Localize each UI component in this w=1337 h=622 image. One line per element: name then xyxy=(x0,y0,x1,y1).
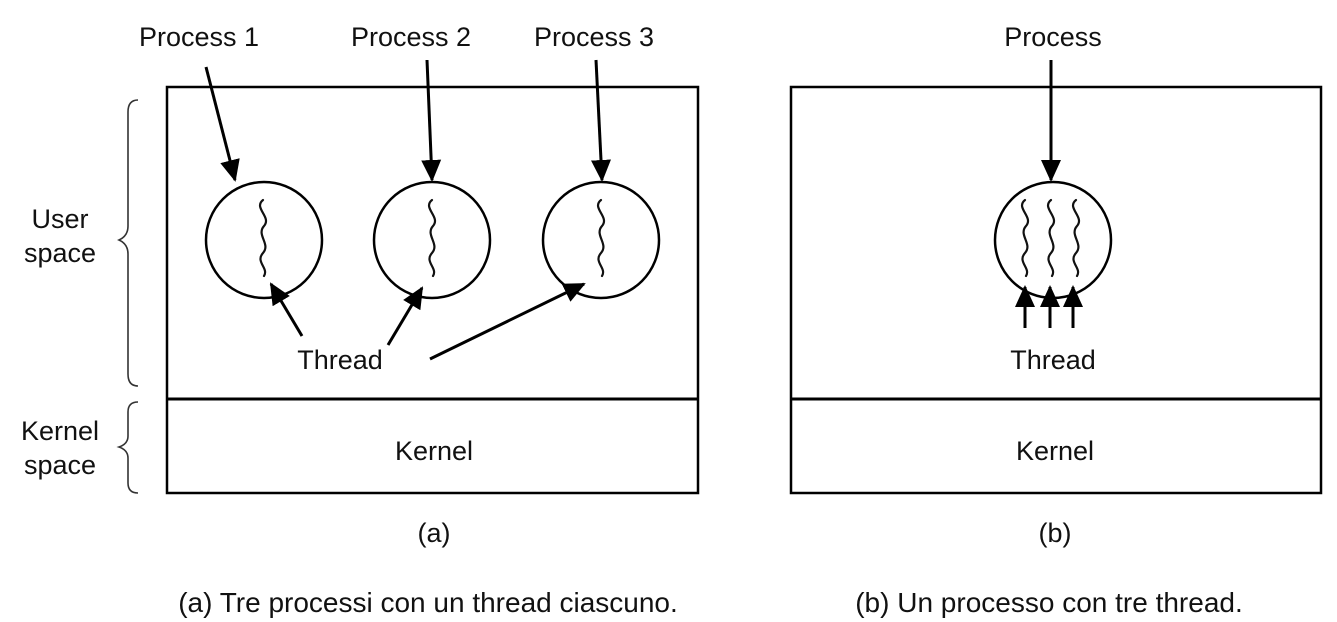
panel-b-kernel-label: Kernel xyxy=(1016,436,1094,466)
process-2-thread xyxy=(427,198,436,278)
panel-b-frame xyxy=(789,85,1323,495)
panel-b-caption: (b) Un processo con tre thread. xyxy=(855,587,1243,618)
panel-a-sublabel: (a) xyxy=(418,518,451,548)
kernel-space-label-line2: space xyxy=(24,450,96,480)
process-1-thread xyxy=(258,198,267,278)
kernel-space-label-line1: Kernel xyxy=(21,416,99,446)
user-space-label-line2: space xyxy=(24,238,96,268)
process-2-label: Process 2 xyxy=(351,22,471,52)
process-label: Process xyxy=(1004,22,1102,52)
panel-a-caption: (a) Tre processi con un thread ciascuno. xyxy=(178,587,678,618)
process-2-arrow xyxy=(421,59,442,182)
kernel-space-brace xyxy=(116,401,139,494)
thread-1 xyxy=(1020,198,1029,278)
process-1-arrow xyxy=(204,66,240,182)
thread-arrow-1 xyxy=(269,282,304,337)
thread-2 xyxy=(1046,198,1055,278)
panel-b: Process Thread Kernel (b) (b) Un process… xyxy=(789,22,1323,618)
process-circle xyxy=(993,180,1113,300)
thread-arrow-3 xyxy=(429,282,586,361)
thread-arrow-2 xyxy=(386,286,424,346)
panel-a: Process 1 Process 2 Process 3 Thread Ker… xyxy=(139,22,700,618)
panel-b-sublabel: (b) xyxy=(1039,518,1072,548)
process-1-label: Process 1 xyxy=(139,22,259,52)
user-space-brace xyxy=(117,99,139,387)
panel-a-frame xyxy=(165,85,700,495)
panel-a-thread-label: Thread xyxy=(297,345,383,375)
user-space-label-line1: User xyxy=(31,204,88,234)
process-3-thread xyxy=(596,198,605,278)
thread-3 xyxy=(1071,198,1080,278)
panel-a-kernel-label: Kernel xyxy=(395,436,473,466)
process-3-arrow xyxy=(591,59,611,182)
panel-b-thread-label: Thread xyxy=(1010,345,1096,375)
process-3-label: Process 3 xyxy=(534,22,654,52)
